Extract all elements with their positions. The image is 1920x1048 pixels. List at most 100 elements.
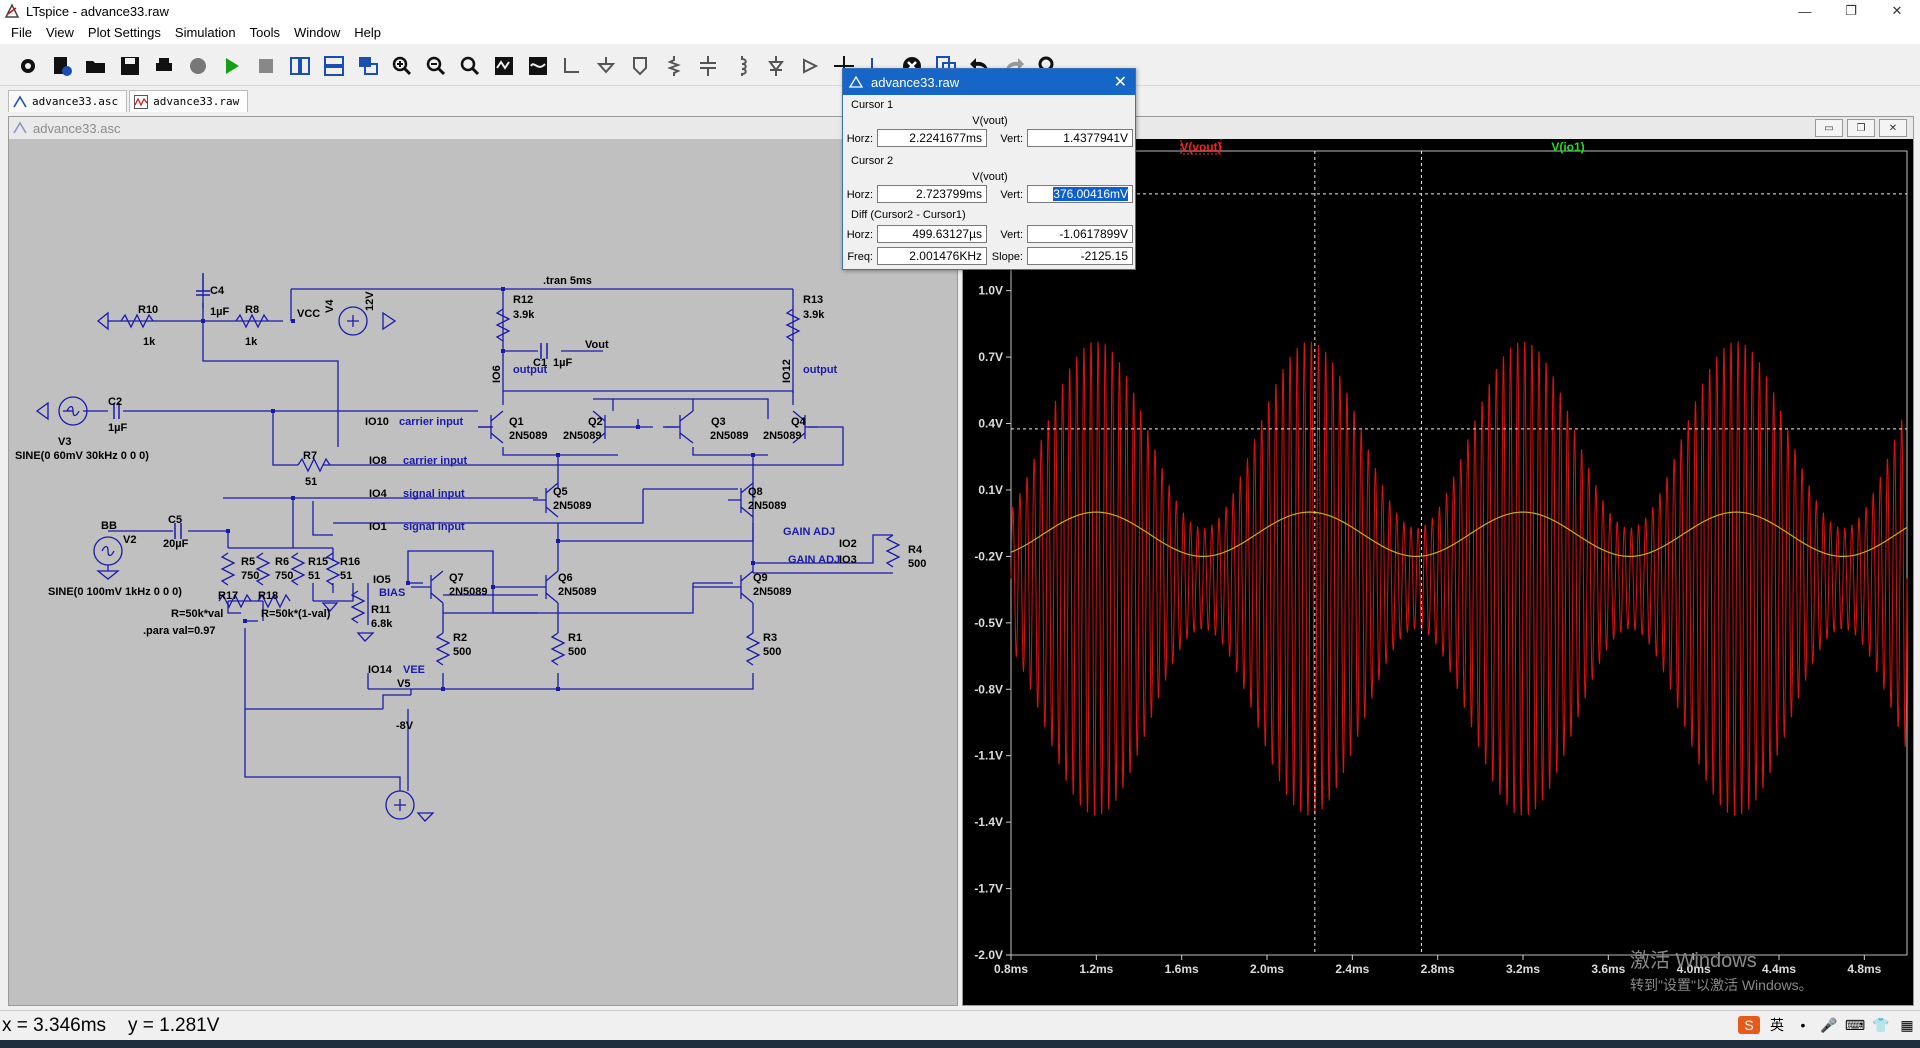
schematic-canvas[interactable]: .tran 5ms R10 1k C4 1µF R8 1k VCC V4 12V… <box>13 143 953 1001</box>
gear-button[interactable] <box>14 51 42 81</box>
tile-vertical-button[interactable] <box>286 51 314 81</box>
menu-file[interactable]: File <box>11 25 32 40</box>
component-button[interactable] <box>796 51 824 81</box>
svg-text:R8: R8 <box>245 304 259 316</box>
svg-text:signal input: signal input <box>403 488 465 500</box>
svg-text:51: 51 <box>305 476 317 488</box>
zoom-in-button[interactable] <box>388 51 416 81</box>
ime-language-indicator[interactable]: 英 <box>1770 1017 1784 1033</box>
waveform-close-button[interactable]: ✕ <box>1879 119 1907 137</box>
autorange-button[interactable] <box>524 51 552 81</box>
zoom-out-button[interactable] <box>422 51 450 81</box>
tab-advance33-raw[interactable]: advance33.raw <box>129 90 249 112</box>
diff-freq-field[interactable]: 2.001476KHz <box>877 247 987 265</box>
svg-text:IO3: IO3 <box>839 554 857 566</box>
shirt-icon[interactable]: 👕 <box>1872 1016 1890 1033</box>
svg-text:C4: C4 <box>210 285 225 297</box>
keyboard-icon[interactable]: ⌨ <box>1844 1016 1866 1033</box>
diode-button[interactable] <box>762 51 790 81</box>
zoom-extents-button[interactable] <box>490 51 518 81</box>
punctuation-icon[interactable]: • <box>1800 1017 1806 1033</box>
schematic-window: advance33.asc <box>8 116 958 1006</box>
svg-text:3.9k: 3.9k <box>803 309 825 321</box>
x-tick-label: 2.0ms <box>1250 962 1284 976</box>
close-icon[interactable]: ✕ <box>1113 74 1127 91</box>
schematic-window-titlebar[interactable]: advance33.asc <box>9 117 957 139</box>
svg-text:R12: R12 <box>513 294 533 306</box>
sogou-ime-icon[interactable]: S <box>1738 1016 1760 1034</box>
microphone-icon[interactable]: 🎤 <box>1820 1016 1838 1033</box>
grid-icon[interactable]: ▦ <box>1900 1016 1914 1033</box>
cursor1-vert-field[interactable]: 1.4377941V <box>1027 129 1133 147</box>
trace-label-vvout[interactable]: V(vout) <box>1180 140 1221 154</box>
svg-text:2N5089: 2N5089 <box>558 586 597 598</box>
stop-icon <box>259 58 273 73</box>
svg-text:R2: R2 <box>453 632 467 644</box>
diff-vert-field[interactable]: -1.0617899V <box>1027 225 1133 243</box>
svg-text:2N5089: 2N5089 <box>753 586 792 598</box>
inductor-button[interactable] <box>728 51 756 81</box>
tile-horizontal-button[interactable] <box>320 51 348 81</box>
svg-text:R17: R17 <box>218 590 238 602</box>
wire-button[interactable] <box>558 51 586 81</box>
cursor2-horz-field[interactable]: 2.723799ms <box>877 185 987 203</box>
minimize-button[interactable]: — <box>1782 0 1828 22</box>
svg-text:R3: R3 <box>763 632 777 644</box>
x-tick-label: 4.8ms <box>1847 962 1881 976</box>
ground-button[interactable] <box>592 51 620 81</box>
diff-horz-field[interactable]: 499.63127µs <box>877 225 987 243</box>
svg-text:R4: R4 <box>908 544 923 556</box>
waveform-window-titlebar[interactable]: ▭ ❐ ✕ <box>963 117 1913 139</box>
menu-plot-settings[interactable]: Plot Settings <box>87 25 161 40</box>
waveform-restore-button[interactable]: ❐ <box>1847 119 1875 137</box>
waveform-minimize-button[interactable]: ▭ <box>1815 119 1843 137</box>
x-tick-label: 4.4ms <box>1762 962 1796 976</box>
save-button[interactable] <box>116 51 144 81</box>
open-folder-button[interactable] <box>82 51 110 81</box>
trace-label-vio1[interactable]: V(io1) <box>1551 140 1584 154</box>
horz-label: Horz: <box>846 133 873 145</box>
label-button[interactable] <box>626 51 654 81</box>
svg-text:3.9k: 3.9k <box>513 309 535 321</box>
wires <box>63 288 893 710</box>
zoom-out-icon <box>426 56 446 75</box>
svg-text:R=50k*val: R=50k*val <box>171 608 223 620</box>
transistors <box>411 410 818 604</box>
menu-simulation[interactable]: Simulation <box>174 25 236 40</box>
run-button[interactable] <box>218 51 246 81</box>
zoom-fit-button[interactable] <box>456 51 484 81</box>
add-file-button[interactable] <box>48 51 76 81</box>
horz-label: Horz: <box>846 229 873 241</box>
svg-text:IO4: IO4 <box>369 488 388 500</box>
svg-text:1k: 1k <box>245 336 258 348</box>
horz-label: Horz: <box>846 189 873 201</box>
cascade-button[interactable] <box>354 51 382 81</box>
maximize-button[interactable]: ❐ <box>1828 0 1874 22</box>
cursor1-horz-field[interactable]: 2.2241677ms <box>877 129 987 147</box>
cursor-dialog[interactable]: advance33.raw ✕ Cursor 1 V(vout) Horz: 2… <box>842 68 1136 270</box>
zoom-in-icon <box>392 56 412 75</box>
schematic-icon <box>13 94 27 107</box>
svg-text:carrier input: carrier input <box>399 416 464 428</box>
menu-help[interactable]: Help <box>354 25 381 40</box>
ground-icon <box>596 56 616 74</box>
svg-text:1k: 1k <box>143 336 156 348</box>
cursor-dialog-titlebar[interactable]: advance33.raw ✕ <box>843 69 1135 95</box>
svg-text:C2: C2 <box>108 396 122 408</box>
diff-slope-field[interactable]: -2125.15 <box>1027 247 1133 265</box>
cursor2-trace: V(vout) <box>972 171 1008 183</box>
capacitor-button[interactable] <box>694 51 722 81</box>
cursor2-vert-field[interactable]: 376.00416mV <box>1027 185 1133 203</box>
menu-view[interactable]: View <box>45 25 74 40</box>
stop-button[interactable] <box>252 51 280 81</box>
tab-advance33-asc[interactable]: advance33.asc <box>8 90 128 112</box>
resistor-button[interactable] <box>660 51 688 81</box>
menu-window[interactable]: Window <box>293 25 341 40</box>
svg-text:1µF: 1µF <box>553 357 572 369</box>
halt-button[interactable] <box>184 51 212 81</box>
print-button[interactable] <box>150 51 178 81</box>
menu-tools[interactable]: Tools <box>249 25 280 40</box>
close-window-button[interactable]: ✕ <box>1874 0 1920 22</box>
